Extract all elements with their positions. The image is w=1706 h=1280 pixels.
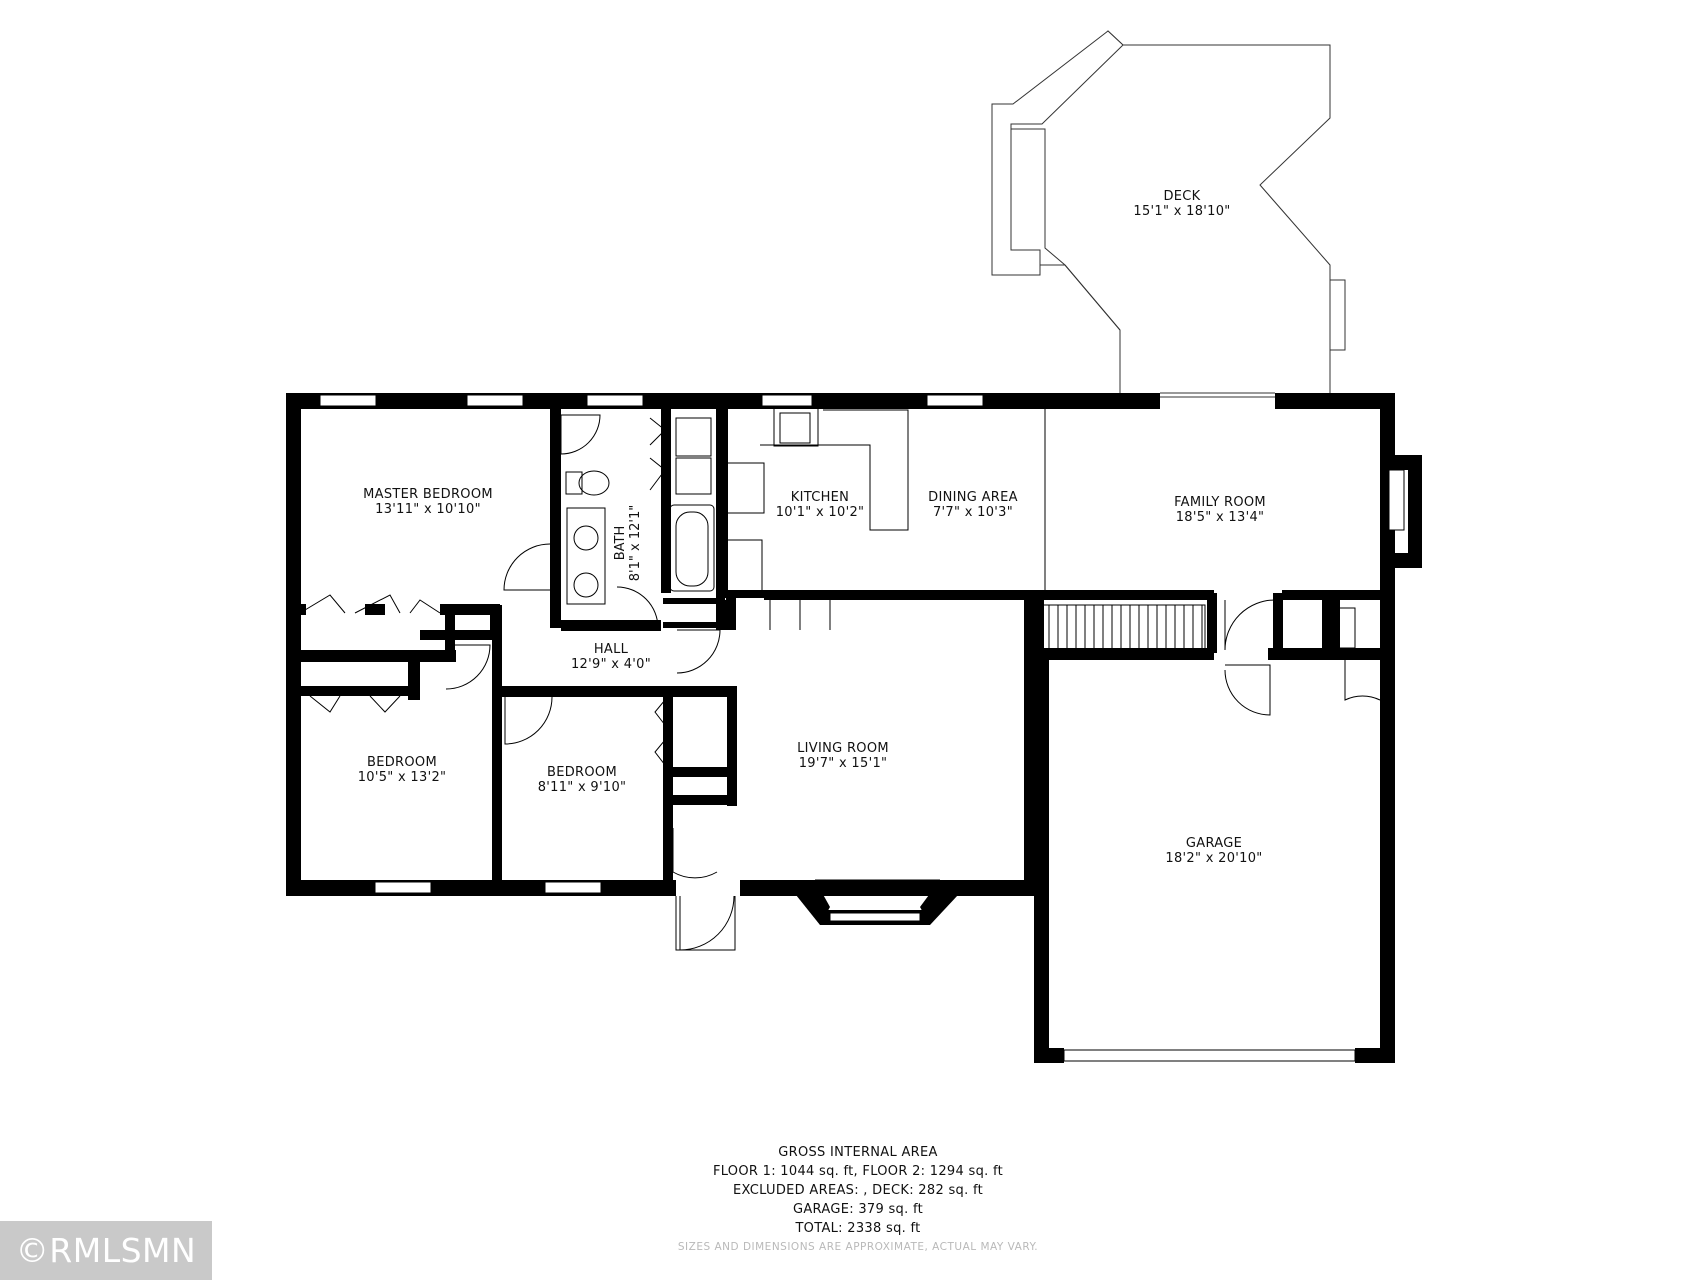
- family-room-name: FAMILY ROOM: [1174, 495, 1266, 510]
- master-bedroom-dims: 13'11" x 10'10": [375, 502, 481, 517]
- bath-name: BATH: [613, 525, 628, 561]
- living-room-name: LIVING ROOM: [797, 741, 889, 756]
- doors: [299, 414, 1381, 951]
- bay-window: [796, 879, 958, 925]
- bedroom-2-dims: 8'11" x 9'10": [537, 780, 627, 795]
- deck-name: DECK: [1163, 189, 1201, 204]
- interior-walls: [286, 393, 1393, 896]
- dining-area-name: DINING AREA: [928, 490, 1018, 505]
- deck-outline: [991, 30, 1346, 398]
- area-summary-note: SIZES AND DIMENSIONS ARE APPROXIMATE, AC…: [677, 1241, 1039, 1253]
- area-summary-total: TOTAL: 2338 sq. ft: [795, 1221, 921, 1236]
- room-label-family-room: FAMILY ROOM 18'5" x 13'4": [1174, 495, 1266, 525]
- room-label-deck: DECK 15'1" x 18'10": [1133, 189, 1230, 219]
- area-summary-garage: GARAGE: 379 sq. ft: [792, 1202, 924, 1217]
- hall-name: HALL: [593, 642, 629, 657]
- hall-dims: 12'9" x 4'0": [570, 657, 652, 672]
- kitchen-name: KITCHEN: [790, 490, 850, 505]
- master-bedroom-name: MASTER BEDROOM: [363, 487, 493, 502]
- stairs: [1044, 409, 1203, 648]
- room-label-bedroom-1: BEDROOM 10'5" x 13'2": [358, 755, 447, 785]
- rmlsmn-watermark: ©RMLSMN: [0, 1221, 212, 1280]
- fixtures: [565, 407, 1356, 651]
- dining-area-dims: 7'7" x 10'3": [932, 505, 1014, 520]
- garage-name: GARAGE: [1185, 836, 1243, 851]
- room-label-hall: HALL 12'9" x 4'0": [571, 642, 651, 672]
- room-label-bath: BATH 8'1" x 12'1": [613, 505, 643, 581]
- bedroom-1-dims: 10'5" x 13'2": [357, 770, 447, 785]
- windows: [319, 394, 1405, 1062]
- kitchen-dims: 10'1" x 10'2": [775, 505, 865, 520]
- room-label-dining-area: DINING AREA 7'7" x 10'3": [928, 490, 1018, 520]
- deck-dims: 15'1" x 18'10": [1133, 204, 1231, 219]
- room-label-kitchen: KITCHEN 10'1" x 10'2": [776, 490, 865, 520]
- living-room-dims: 19'7" x 15'1": [798, 756, 888, 771]
- area-summary: GROSS INTERNAL AREA FLOOR 1: 1044 sq. ft…: [678, 1143, 1038, 1257]
- bedroom-1-name: BEDROOM: [367, 755, 437, 770]
- area-summary-excluded: EXCLUDED AREAS: , DECK: 282 sq. ft: [732, 1183, 983, 1198]
- room-label-living-room: LIVING ROOM 19'7" x 15'1": [797, 741, 889, 771]
- bedroom-2-name: BEDROOM: [547, 765, 617, 780]
- room-label-garage: GARAGE 18'2" x 20'10": [1165, 836, 1262, 866]
- family-room-dims: 18'5" x 13'4": [1175, 510, 1265, 525]
- area-summary-floors: FLOOR 1: 1044 sq. ft, FLOOR 2: 1294 sq. …: [712, 1164, 1004, 1179]
- bath-dims: 8'1" x 12'1": [628, 504, 643, 582]
- room-label-bedroom-2: BEDROOM 8'11" x 9'10": [538, 765, 627, 795]
- area-summary-title: GROSS INTERNAL AREA: [778, 1145, 938, 1160]
- garage-dims: 18'2" x 20'10": [1165, 851, 1263, 866]
- room-label-master-bedroom: MASTER BEDROOM 13'11" x 10'10": [363, 487, 493, 517]
